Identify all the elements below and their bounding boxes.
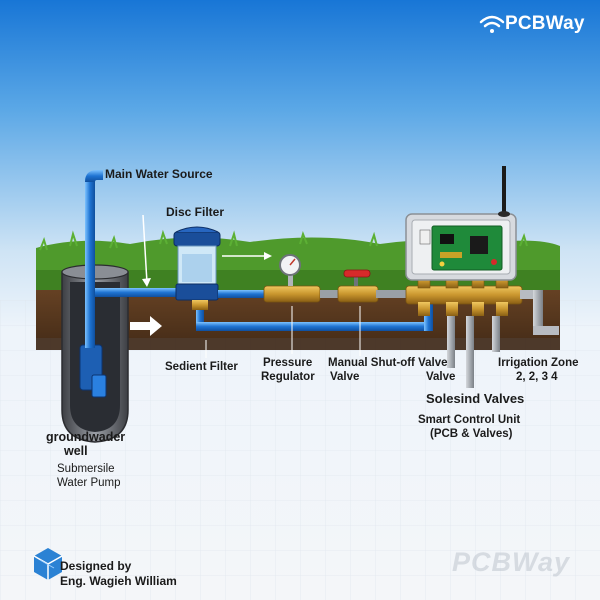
label-irrigation-zone: Irrigation Zone [498,357,579,369]
cube-logo-icon [33,548,63,580]
label-groundwater: groundwader [46,430,126,444]
watermark: PCBWay [452,547,571,577]
label-valve: Valve [426,371,456,383]
label-solenoid-valves: Solesind Valves [426,391,525,406]
label-submersible: Submersile [57,463,115,475]
submersible-pump [79,344,107,398]
wifi-icon [479,15,505,33]
manual-shutoff-valve [343,269,371,286]
label-main-water-source: Main Water Source [105,167,213,181]
credit-designer-name: Eng. Wagieh William [60,574,177,588]
disc-filter [173,226,221,310]
flow-arrow-icon [130,316,162,336]
main-supply-pipe [85,170,180,348]
label-pcb-valves: (PCB & Valves) [430,428,513,440]
label-disc-filter: Disc Filter [166,205,225,219]
solenoid-valve-manifold [405,273,559,335]
label-irrigation-zone-numbers: 2, 2, 3 4 [516,371,558,383]
label-manual-shutoff-valve: Manual Shut-off Valve [328,357,448,369]
label-manual-valve: Valve [330,371,360,383]
label-well: well [64,444,88,458]
label-smart-control-unit: Smart Control Unit [418,414,521,426]
smart-control-box [405,213,517,281]
credit-designed-by: Designed by [60,559,132,573]
label-water-pump: Water Pump [57,477,121,489]
brand-name: PCBWay [505,13,585,34]
label-regulator: Regulator [261,371,315,383]
pressure-gauge-icon [279,254,301,286]
label-pressure: Pressure [263,357,313,369]
distribution-line [218,285,410,303]
zone-output-pipes [447,316,500,388]
label-sediment-filter: Sedient Filter [165,361,238,373]
antenna-icon [498,166,510,217]
